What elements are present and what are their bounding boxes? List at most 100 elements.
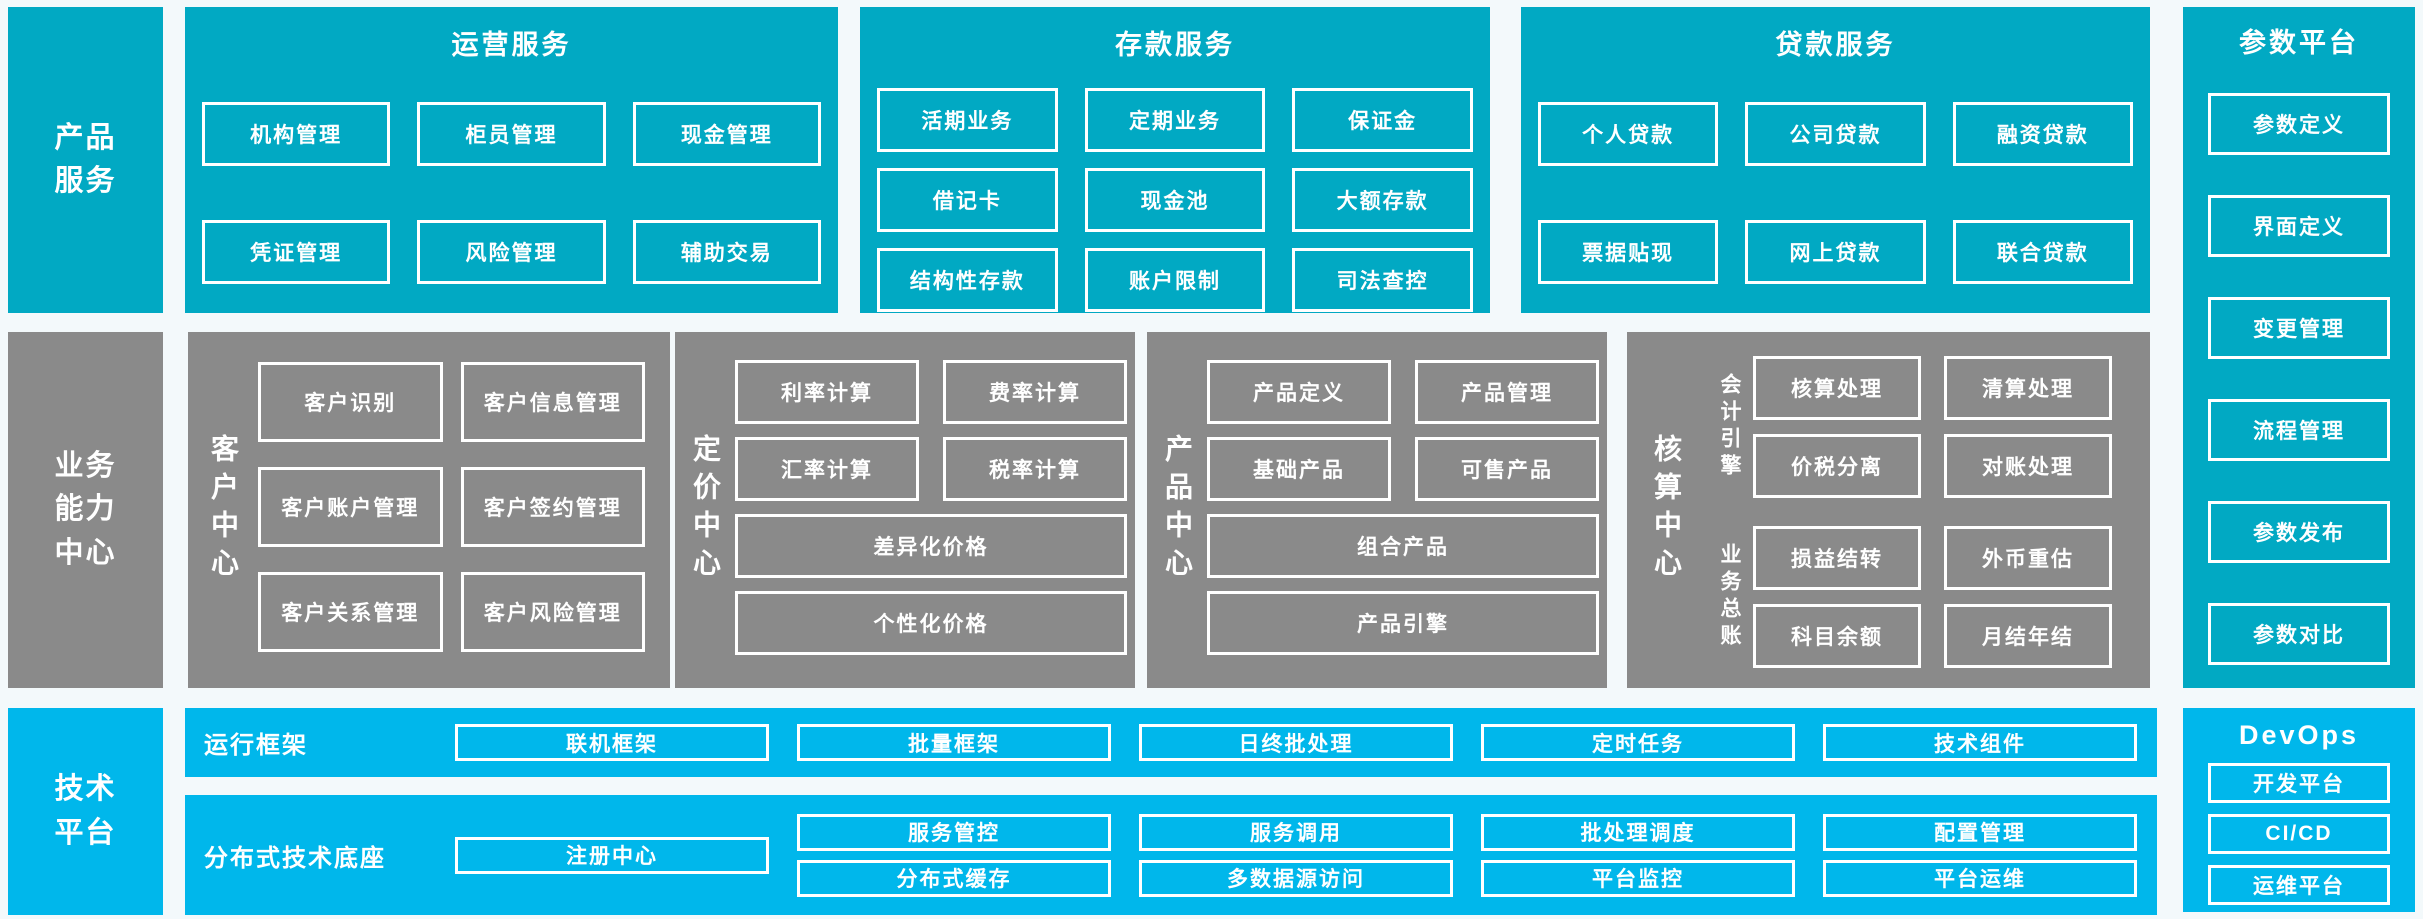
module-stack: 参数定义 界面定义 变更管理 流程管理 参数发布 参数对比: [2208, 93, 2390, 665]
panel-product-center: 产品中心 产品定义 产品管理 基础产品 可售产品 组合产品 产品引擎: [1147, 332, 1607, 688]
panel-label: 产品中心: [1162, 434, 1193, 586]
module-grid: 活期业务 定期业务 保证金 借记卡 现金池 大额存款 结构性存款 账户限制 司法…: [877, 88, 1473, 312]
module-box: 现金管理: [632, 102, 821, 166]
module-box: 网上贷款: [1745, 220, 1926, 284]
module-box: 产品引擎: [1207, 591, 1599, 655]
module-box: 联合贷款: [1952, 220, 2133, 284]
module-box: 个性化价格: [735, 591, 1127, 655]
module-box: 融资贷款: [1952, 102, 2133, 166]
panel-label: 定价中心: [690, 434, 721, 586]
panel-label: 核算中心: [1651, 434, 1682, 586]
module-box: 核算处理: [1753, 356, 1921, 420]
panel-label: 客户中心: [208, 434, 239, 586]
row-label-tech-platform: 技术 平台: [8, 708, 163, 915]
row-label-text: 产品 服务: [54, 121, 117, 198]
module-box: 账户限制: [1084, 248, 1266, 312]
section-loan-services: 贷款服务 个人贷款 公司贷款 融资贷款 票据贴现 网上贷款 联合贷款: [1521, 7, 2150, 313]
module-box: 客户风险管理: [460, 572, 645, 652]
section-parameter-platform: 参数平台 参数定义 界面定义 变更管理 流程管理 参数发布 参数对比: [2183, 7, 2415, 688]
module-box: 运维平台: [2208, 865, 2390, 905]
module-box: 产品管理: [1415, 360, 1599, 424]
module-box: 流程管理: [2208, 399, 2390, 461]
module-box: 结构性存款: [877, 248, 1058, 312]
module-box: 参数发布: [2208, 501, 2390, 563]
module-box: 日终批处理: [1139, 724, 1453, 761]
module-box: 参数对比: [2208, 603, 2390, 665]
module-box: 个人贷款: [1538, 102, 1719, 166]
row-label-product-services: 产品 服务: [8, 7, 163, 313]
module-box: 产品定义: [1207, 360, 1391, 424]
module-box: 客户账户管理: [258, 467, 443, 547]
module-box: 司法查控: [1292, 248, 1473, 312]
row-label-text: 业务 能力 中心: [54, 449, 117, 569]
module-box: 费率计算: [943, 360, 1127, 424]
module-box: 技术组件: [1823, 724, 2137, 761]
business-ledger-group: 业务总账 损益结转 外币重估 科目余额 月结年结: [1705, 526, 2112, 668]
row-label-text: 技术 平台: [54, 773, 117, 849]
module-grid: 产品定义 产品管理 基础产品 可售产品 组合产品 产品引擎: [1207, 360, 1599, 688]
band-runtime-framework: 运行框架 联机框架 批量框架 日终批处理 定时任务 技术组件: [185, 708, 2157, 777]
module-box: 基础产品: [1207, 437, 1391, 501]
module-grid: 核算处理 清算处理 价税分离 对账处理: [1753, 356, 2112, 498]
module-box: 差异化价格: [735, 514, 1127, 578]
module-grid: 客户识别 客户信息管理 客户账户管理 客户签约管理 客户关系管理 客户风险管理: [258, 362, 645, 688]
module-box: 分布式缓存: [797, 859, 1111, 897]
band-distributed-base: 分布式技术底座 注册中心 服务管控 服务调用 批处理调度 配置管理 分布式缓存 …: [185, 795, 2157, 915]
module-box: 风险管理: [417, 220, 606, 284]
section-title: 存款服务: [1115, 30, 1235, 60]
section-deposit-services: 存款服务 活期业务 定期业务 保证金 借记卡 现金池 大额存款 结构性存款 账户…: [860, 7, 1490, 313]
module-box: 组合产品: [1207, 514, 1599, 578]
module-grid: 机构管理 柜员管理 现金管理 凭证管理 风险管理 辅助交易: [202, 102, 821, 284]
section-title: 贷款服务: [1775, 30, 1896, 60]
module-box: 参数定义: [2208, 93, 2390, 155]
module-box: 票据贴现: [1538, 220, 1719, 284]
module-grid: 服务管控 服务调用 批处理调度 配置管理 分布式缓存 多数据源访问 平台监控 平…: [797, 813, 2137, 897]
module-box: 批处理调度: [1481, 813, 1795, 851]
module-box: 汇率计算: [735, 437, 919, 501]
module-box: 损益结转: [1753, 526, 1921, 590]
module-box: 可售产品: [1415, 437, 1599, 501]
section-title: 参数平台: [2239, 28, 2359, 58]
section-devops: DevOps 开发平台 CI/CD 运维平台: [2183, 708, 2415, 912]
module-box: 利率计算: [735, 360, 919, 424]
module-grid: 利率计算 费率计算 汇率计算 税率计算 差异化价格 个性化价格: [735, 360, 1127, 688]
module-box: 价税分离: [1753, 434, 1921, 498]
module-box: 辅助交易: [632, 220, 821, 284]
module-box: 科目余额: [1753, 604, 1921, 668]
accounting-engine-group: 会计引擎 核算处理 清算处理 价税分离 对账处理: [1705, 356, 2112, 498]
module-box: 清算处理: [1944, 356, 2112, 420]
module-box: 保证金: [1292, 88, 1473, 152]
module-box: 外币重估: [1944, 526, 2112, 590]
module-box: 凭证管理: [202, 220, 391, 284]
module-stack: 开发平台 CI/CD 运维平台: [2208, 763, 2390, 905]
row-label-business-centers: 业务 能力 中心: [8, 332, 163, 688]
group-label: 业务总账: [1718, 543, 1741, 651]
module-box: 服务调用: [1139, 813, 1453, 851]
module-box: 定时任务: [1481, 724, 1795, 761]
module-box: 平台监控: [1481, 859, 1795, 897]
band-label: 运行框架: [204, 732, 308, 759]
module-box: 客户签约管理: [460, 467, 645, 547]
module-box: CI/CD: [2208, 814, 2390, 854]
module-box: 多数据源访问: [1139, 859, 1453, 897]
band-label: 分布式技术底座: [204, 844, 386, 872]
module-box: 月结年结: [1944, 604, 2112, 668]
module-box: 借记卡: [877, 168, 1058, 232]
section-title: 运营服务: [451, 30, 572, 60]
module-row: 联机框架 批量框架 日终批处理 定时任务 技术组件: [455, 724, 2137, 761]
module-box: 定期业务: [1084, 88, 1266, 152]
module-box: 机构管理: [202, 102, 391, 166]
module-box: 活期业务: [877, 88, 1058, 152]
module-box: 开发平台: [2208, 763, 2390, 803]
module-grid: 个人贷款 公司贷款 融资贷款 票据贴现 网上贷款 联合贷款: [1538, 102, 2133, 284]
module-box: 现金池: [1084, 168, 1266, 232]
accounting-groups: 会计引擎 核算处理 清算处理 价税分离 对账处理 业务总账 损益结转 外币重估 …: [1705, 332, 2150, 688]
module-box: 服务管控: [797, 813, 1111, 851]
module-box: 客户信息管理: [460, 362, 645, 442]
panel-customer-center: 客户中心 客户识别 客户信息管理 客户账户管理 客户签约管理 客户关系管理 客户…: [188, 332, 670, 688]
module-box: 公司贷款: [1745, 102, 1926, 166]
module-box: 联机框架: [455, 724, 769, 761]
module-box: 客户识别: [258, 362, 443, 442]
module-box: 大额存款: [1292, 168, 1473, 232]
